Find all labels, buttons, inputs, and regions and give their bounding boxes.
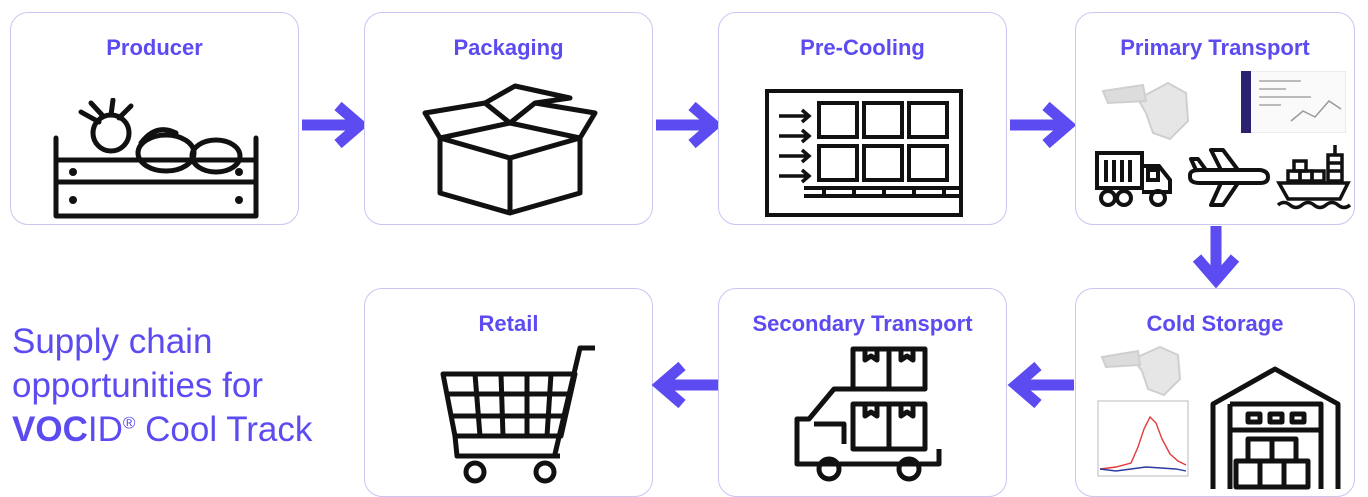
arrow-right-1 [302, 101, 369, 149]
stage-title: Cold Storage [1146, 311, 1284, 336]
pre-cooling-chamber-icon [765, 89, 963, 217]
stage-cold-storage: Cold Storage [1075, 288, 1355, 497]
stage-packaging: Packaging [364, 12, 653, 225]
sensor-chart [1097, 400, 1189, 477]
arrow-right-2 [656, 101, 723, 149]
brand-name: VOC [12, 410, 88, 449]
stage-title: Pre-Cooling [800, 35, 925, 60]
tagline-line-1: Supply chain [12, 322, 213, 361]
stage-retail: Retail [364, 288, 653, 497]
stage-secondary-transport: Secondary Transport [718, 288, 1007, 497]
stage-pre-cooling: Pre-Cooling [718, 12, 1007, 225]
registered-mark: ® [122, 413, 136, 433]
delivery-van-icon [794, 346, 942, 482]
open-box-icon [422, 83, 598, 216]
arrow-right-3 [1010, 101, 1077, 149]
stage-title: Secondary Transport [752, 311, 973, 336]
sensor-tag-icon [1100, 345, 1182, 397]
arrow-left-2 [651, 361, 718, 409]
arrow-down [1192, 226, 1240, 288]
ship-icon [1276, 145, 1351, 210]
warehouse-icon [1210, 366, 1341, 490]
stage-title: Packaging [453, 35, 564, 60]
fruit-crate-icon [53, 98, 259, 219]
stage-title: Retail [478, 311, 539, 336]
tagline-line-2: opportunities for [12, 366, 263, 405]
stage-producer: Producer [10, 12, 299, 225]
brand-suffix: ID [87, 410, 123, 449]
sensor-tag-icon [1101, 81, 1190, 141]
product-name: Cool Track [135, 410, 313, 449]
arrow-left-1 [1007, 361, 1074, 409]
stage-title: Producer [106, 35, 203, 60]
tagline: Supply chain opportunities for VOCID® Co… [12, 320, 352, 452]
stage-title: Primary Transport [1120, 35, 1310, 60]
dashboard-screenshot [1241, 71, 1346, 133]
tagline-line-3: VOCID® Cool Track [12, 408, 352, 452]
shopping-cart-icon [440, 345, 595, 484]
airplane-icon [1188, 148, 1270, 207]
stage-primary-transport: Primary Transport [1075, 12, 1355, 225]
truck-icon [1095, 151, 1172, 207]
